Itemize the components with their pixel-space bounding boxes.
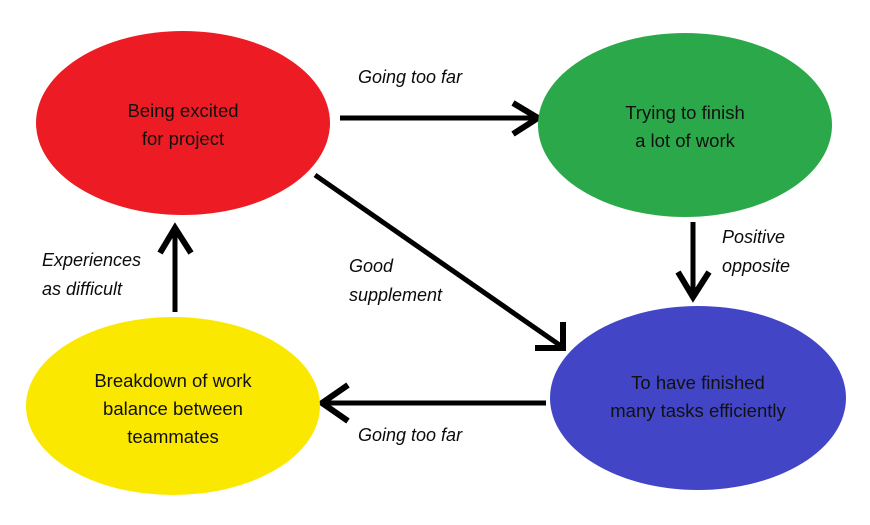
node-being-excited-for-project[interactable]: Being excited for project	[36, 31, 330, 215]
edge-line-good-supplement	[313, 172, 563, 349]
edge-label-going-too-far-bottom: Going too far	[358, 425, 463, 445]
edge-finished-tasks-to-breakdown: Going too far	[316, 382, 546, 445]
node-trying-to-finish-a-lot-of-work[interactable]: Trying to finish a lot of work	[538, 33, 832, 217]
edge-label-experiences-line1: Experiences	[42, 250, 141, 270]
edge-excited-to-finish-work: Going too far	[340, 67, 544, 137]
arrowhead-diagonal-good-supplement	[535, 322, 566, 351]
node-label-finished-tasks-line1: To have finished	[631, 372, 765, 393]
edge-label-experiences-line2: as difficult	[42, 279, 123, 299]
node-shape-blue-ellipse[interactable]	[550, 306, 846, 490]
node-shape-red-ellipse[interactable]	[36, 31, 330, 215]
edge-label-positive-line2: opposite	[722, 256, 790, 276]
edge-breakdown-to-excited: Experiences as difficult	[42, 222, 194, 312]
node-label-breakdown-line3: teammates	[127, 426, 219, 447]
edge-label-good-line1: Good	[349, 256, 394, 276]
node-to-have-finished-many-tasks[interactable]: To have finished many tasks efficiently	[550, 306, 846, 490]
node-label-excited-line1: Being excited	[127, 100, 238, 121]
arrowhead-left-bottom	[316, 382, 350, 424]
edge-excited-to-finished-tasks: Good supplement	[313, 172, 566, 351]
node-label-finish-work-line1: Trying to finish	[625, 102, 745, 123]
edge-label-going-too-far-top: Going too far	[358, 67, 463, 87]
node-label-finished-tasks-line2: many tasks efficiently	[610, 400, 786, 421]
node-label-breakdown-line2: balance between	[103, 398, 243, 419]
arrowhead-right-top	[511, 100, 544, 137]
node-label-breakdown-line1: Breakdown of work	[94, 370, 252, 391]
arrowhead-up-experiences	[157, 222, 194, 255]
arrowhead-down-positive-opposite	[675, 270, 712, 303]
node-breakdown-of-work-balance[interactable]: Breakdown of work balance between teamma…	[26, 317, 320, 495]
edge-label-good-line2: supplement	[349, 285, 443, 305]
node-label-finish-work-line2: a lot of work	[635, 130, 735, 151]
edge-finish-work-to-finished-tasks: Positive opposite	[675, 222, 790, 303]
node-label-excited-line2: for project	[142, 128, 224, 149]
node-shape-yellow-ellipse[interactable]	[26, 317, 320, 495]
edge-label-positive-line1: Positive	[722, 227, 785, 247]
node-shape-green-ellipse[interactable]	[538, 33, 832, 217]
